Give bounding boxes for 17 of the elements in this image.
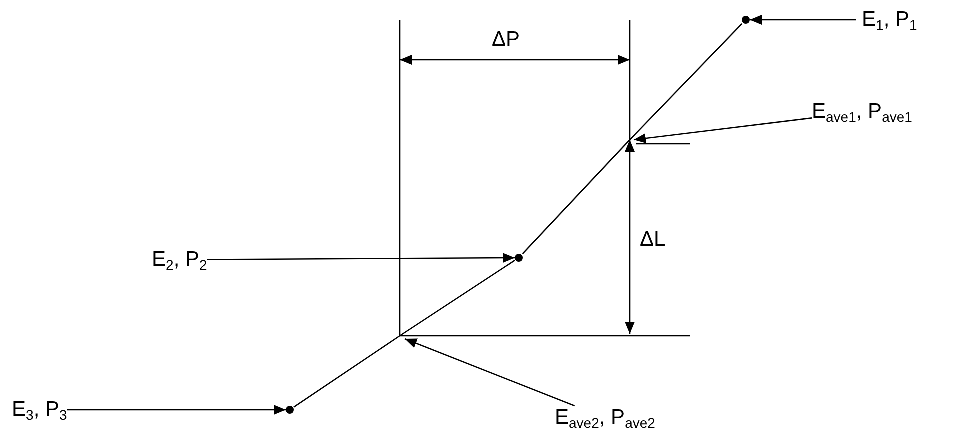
data-point-dot bbox=[286, 406, 294, 414]
point-label: E$_{ave1}$, P$_{ave1}$ bbox=[812, 100, 912, 124]
leader-line bbox=[634, 118, 812, 144]
point-label: E$_{2}$, P$_{2}$ bbox=[152, 248, 208, 272]
arrow bbox=[750, 15, 856, 25]
data-point-dot bbox=[515, 254, 523, 262]
point-label: E$_{ave2}$, P$_{ave2}$ bbox=[555, 406, 656, 430]
dimension-label: ΔL bbox=[640, 228, 666, 252]
point-label: E$_{3}$, P$_{3}$ bbox=[12, 398, 68, 422]
dimension-label: ΔP bbox=[492, 28, 520, 52]
arrow bbox=[207, 253, 515, 264]
curve-line bbox=[294, 260, 516, 408]
leader-line bbox=[404, 338, 576, 407]
arrow bbox=[67, 405, 286, 415]
data-point-dot bbox=[742, 16, 750, 24]
curve-line bbox=[522, 24, 743, 254]
point-label: E$_{1}$, P$_{1}$ bbox=[862, 8, 918, 32]
